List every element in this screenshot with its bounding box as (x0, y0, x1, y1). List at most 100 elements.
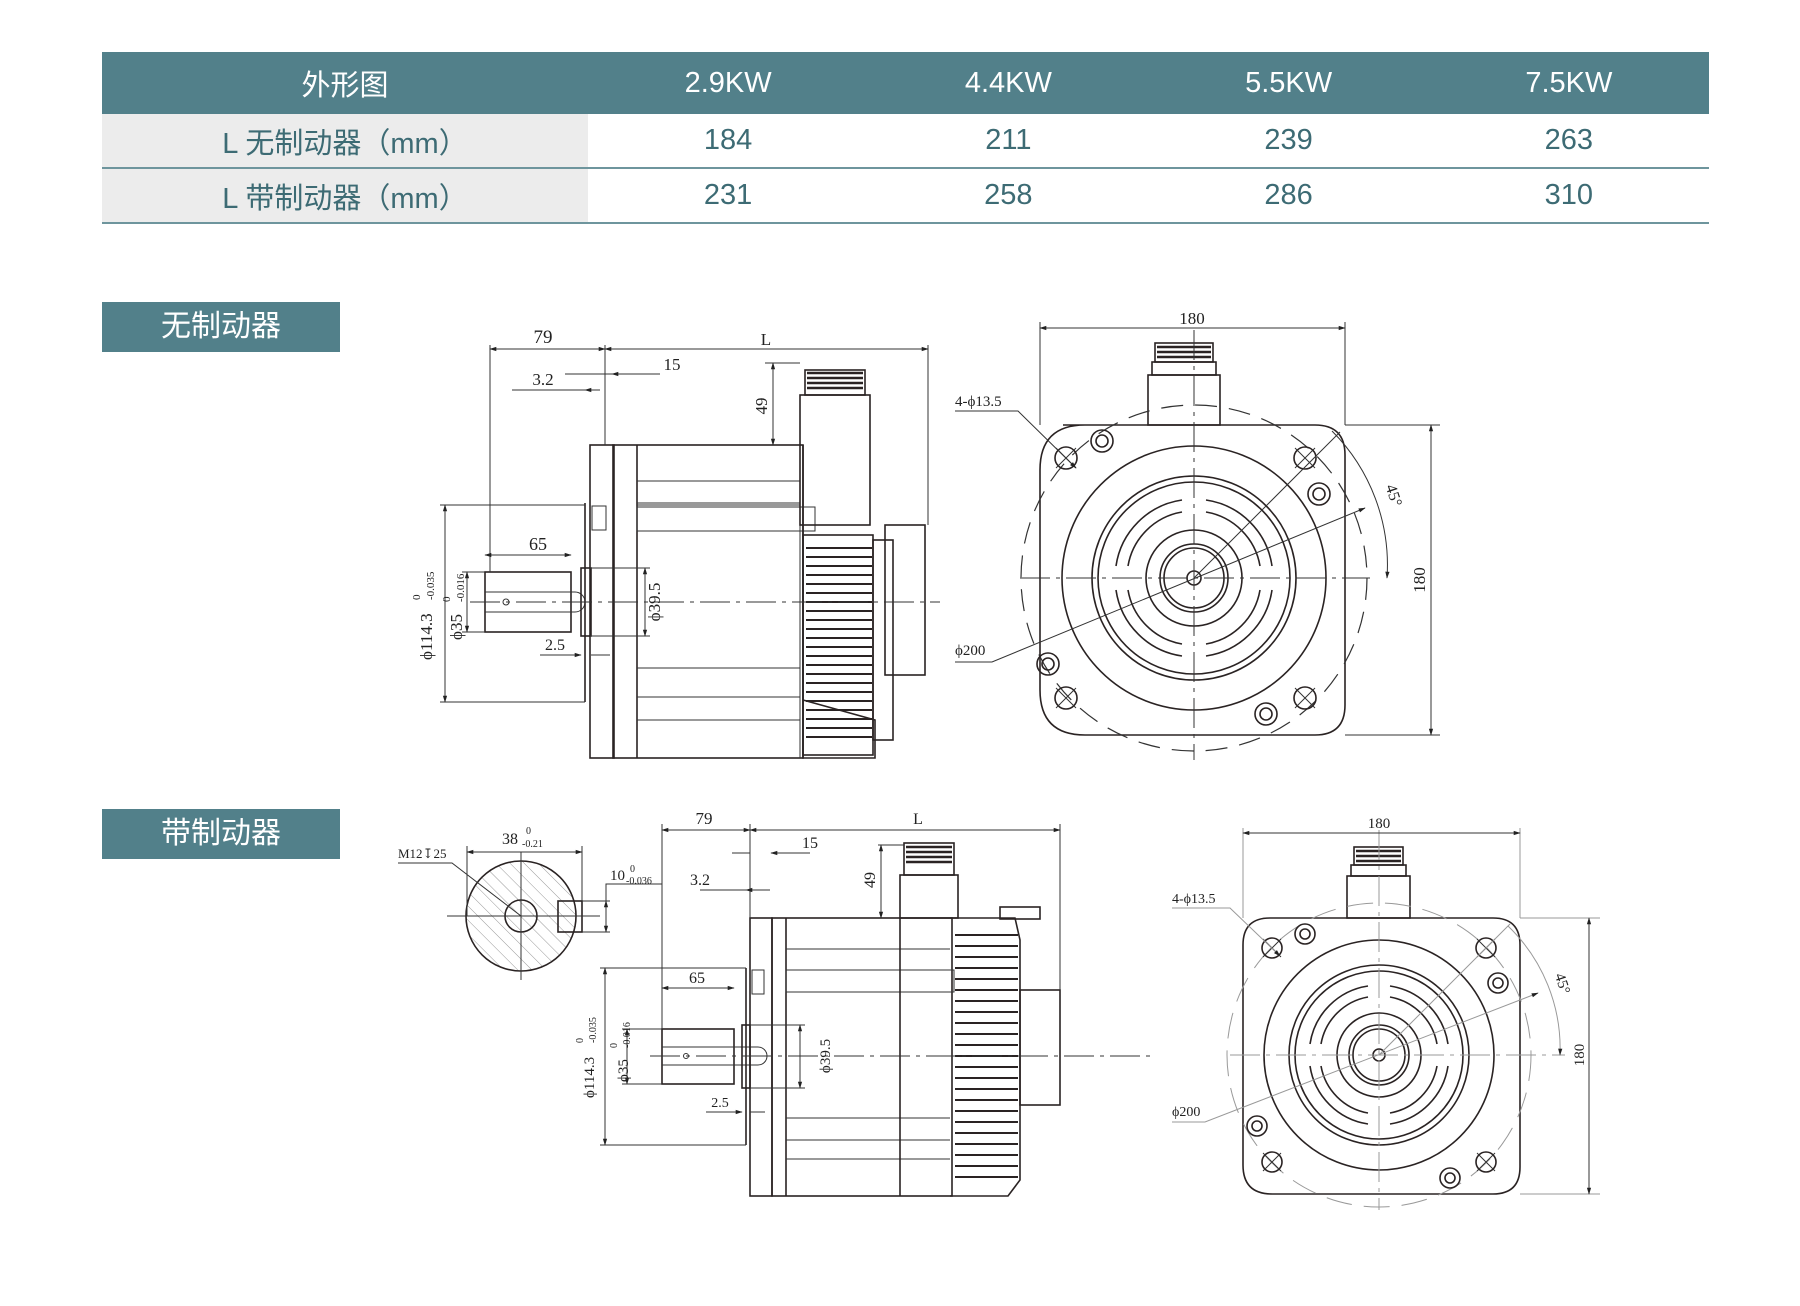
table-header-row: 外形图 2.9KW 4.4KW 5.5KW 7.5KW (102, 52, 1709, 114)
svg-text:10: 10 (610, 868, 625, 884)
front-view-with-brake: 180 180 4-ϕ13.5 ϕ200 45° (1172, 816, 1600, 1210)
encoder-connector (884, 524, 926, 676)
table-cell: 184 (588, 114, 869, 169)
brake-connector (999, 906, 1041, 920)
svg-text:0: 0 (526, 826, 531, 837)
table-cell: 310 (1428, 168, 1709, 224)
svg-text:0: 0 (609, 1043, 620, 1048)
table-cell: 263 (1428, 114, 1709, 169)
dim-2-5: 2.5 (711, 1096, 729, 1111)
dim-key-width: 10 0 -0.036 (610, 864, 652, 887)
dim-45-deg: 45° (1382, 482, 1405, 509)
section-label-with-brake: 带制动器 (102, 809, 340, 859)
dim-65: 65 (529, 534, 547, 554)
mounting-hole (1261, 1151, 1283, 1173)
dim-spigot-dia: ϕ114.3 0 -0.035 (411, 571, 437, 660)
flange-plate (1242, 917, 1521, 1195)
connector-housing (899, 874, 959, 919)
svg-text:-0.035: -0.035 (425, 571, 437, 600)
connector-thread (903, 842, 955, 876)
fin-lines (806, 547, 872, 738)
header-power-col: 7.5KW (1428, 52, 1709, 114)
connector-housing (1147, 374, 1221, 426)
dim-pcd-200: ϕ200 (1172, 1105, 1200, 1120)
dim-45-deg: 45° (1551, 971, 1573, 996)
header-power-col: 2.9KW (588, 52, 869, 114)
dim-pcd-200: ϕ200 (955, 643, 985, 659)
shaft-section-view: 38 0 -0.21 M12↧25 10 0 -0.036 (398, 826, 662, 980)
row-label-no-brake: L 无制动器（mm） (102, 114, 588, 169)
dim-boss-dia: ϕ39.5 (645, 583, 664, 622)
svg-text:ϕ35: ϕ35 (447, 614, 466, 640)
motor-body (771, 917, 953, 1197)
svg-text:0: 0 (630, 864, 635, 875)
front-view-no-brake: 180 180 4-ϕ13.5 ϕ200 45° (955, 309, 1440, 760)
connector-thread-lines (906, 845, 952, 864)
dim-key-height: 38 0 -0.21 (502, 826, 543, 850)
dim-spigot-dia: ϕ114.3 0 -0.035 (575, 1017, 599, 1098)
dimension-table: 外形图 2.9KW 4.4KW 5.5KW 7.5KW L 无制动器（mm） 1… (102, 52, 1709, 224)
svg-text:-0.016: -0.016 (622, 1022, 633, 1048)
dim-thread: M12↧25 (398, 846, 446, 861)
table-cell: 239 (1148, 114, 1429, 169)
cooling-fins (802, 534, 874, 756)
svg-text:ϕ114.3: ϕ114.3 (582, 1057, 598, 1098)
header-power-col: 4.4KW (868, 52, 1149, 114)
dim-180-height: 180 (1410, 567, 1429, 593)
dim-shaft-dia: ϕ35 0 -0.016 (609, 1022, 633, 1082)
dim-3-2: 3.2 (532, 370, 553, 389)
mounting-hole (1475, 1151, 1497, 1173)
table-row: L 带制动器（mm） 231 258 286 310 (102, 168, 1709, 224)
dim-4-holes: 4-ϕ13.5 (955, 394, 1002, 410)
svg-text:ϕ35: ϕ35 (616, 1059, 632, 1082)
dim-4-holes: 4-ϕ13.5 (1172, 892, 1216, 907)
dim-2-5: 2.5 (545, 637, 565, 654)
dim-49: 49 (862, 872, 879, 888)
table-cell: 286 (1148, 168, 1429, 224)
side-view-no-brake: 79 L 15 3.2 49 65 ϕ114.3 0 -0.035 ϕ35 0 … (411, 327, 940, 759)
svg-text:-0.016: -0.016 (455, 573, 467, 602)
dim-boss-dia: ϕ39.5 (818, 1039, 834, 1073)
dim-shaft-dia: ϕ35 0 -0.016 (441, 573, 467, 640)
dim-L: L (913, 811, 923, 828)
svg-text:-0.036: -0.036 (626, 876, 652, 887)
dim-65: 65 (689, 970, 705, 987)
dim-49: 49 (752, 398, 771, 415)
dim-180-width: 180 (1368, 816, 1391, 832)
mounting-holes (1054, 446, 1317, 710)
eyebolt-bosses (1036, 429, 1331, 726)
row-label-with-brake: L 带制动器（mm） (102, 168, 588, 224)
dim-15: 15 (802, 835, 818, 852)
header-outline-drawing: 外形图 (102, 52, 588, 114)
dim-79: 79 (696, 809, 713, 828)
encoder-connector (1019, 989, 1061, 1106)
mounting-hole (1054, 686, 1078, 710)
rear-cover (872, 539, 894, 741)
connector-housing (799, 394, 871, 526)
dim-15: 15 (664, 355, 681, 374)
connector-thread-lines (807, 371, 863, 390)
table-cell: 258 (868, 168, 1149, 224)
svg-text:-0.21: -0.21 (522, 839, 543, 850)
svg-text:38: 38 (502, 831, 518, 848)
section-label-no-brake: 无制动器 (102, 302, 340, 352)
connector-thread (804, 369, 866, 396)
dim-3-2: 3.2 (690, 872, 710, 889)
mounting-hole (1293, 446, 1317, 470)
svg-text:ϕ114.3: ϕ114.3 (417, 613, 436, 660)
eyebolt-bosses (1246, 923, 1509, 1189)
dim-180-width: 180 (1179, 309, 1205, 328)
header-power-col: 5.5KW (1148, 52, 1429, 114)
connector-thread (1154, 342, 1214, 363)
table-row: L 无制动器（mm） 184 211 239 263 (102, 114, 1709, 169)
dim-L: L (761, 330, 771, 349)
dim-79: 79 (534, 327, 553, 348)
table-cell: 231 (588, 168, 869, 224)
svg-text:0: 0 (441, 596, 453, 602)
side-view-with-brake: 79 L 15 3.2 49 65 ϕ114.3 0 -0.035 ϕ35 0 … (575, 809, 1150, 1197)
table-cell: 211 (868, 114, 1149, 169)
mounting-hole (1293, 686, 1317, 710)
flange (749, 917, 773, 1197)
dim-180-height: 180 (1572, 1044, 1588, 1067)
